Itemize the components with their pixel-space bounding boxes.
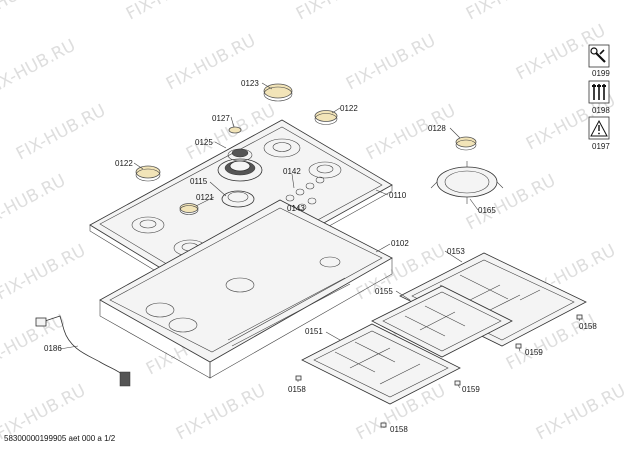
label-0159-lower: 0159 xyxy=(462,385,480,394)
watermark-text: FIX-HUB.RU xyxy=(13,101,109,165)
wok-burner-assembly xyxy=(217,126,263,182)
label-0155: 0155 xyxy=(375,287,393,296)
screwdrivers-icon xyxy=(588,80,610,104)
label-0102: 0102 xyxy=(391,239,409,248)
watermark-text: FIX-HUB.RU xyxy=(0,241,89,305)
label-0122-left: 0122 xyxy=(115,159,133,168)
part-labels: 0123 0122 0127 0125 0122 0115 0121 0142 … xyxy=(44,79,597,434)
watermark-text: FIX-HUB.RU xyxy=(123,0,219,24)
label-0121: 0121 xyxy=(196,193,214,202)
label-0142: 0142 xyxy=(283,167,301,176)
label-0158-left: 0158 xyxy=(288,385,306,394)
document-footer: 58300000199905 aet 000 a 1/2 xyxy=(4,434,116,443)
watermark-text: FIX-HUB.RU xyxy=(343,31,439,95)
watermark-text: FIX-HUB.RU xyxy=(0,311,69,375)
legend-label-0197: 0197 xyxy=(592,142,610,151)
label-0110: 0110 xyxy=(389,191,407,200)
label-0158-bottom: 0158 xyxy=(390,425,408,434)
label-0151: 0151 xyxy=(305,327,323,336)
watermark-text: FIX-HUB.RU xyxy=(463,0,559,24)
legend-panel: 0199 0198 0197 xyxy=(588,44,610,151)
watermark-text: FIX-HUB.RU xyxy=(0,171,69,235)
label-0122-right: 0122 xyxy=(340,104,358,113)
label-0128: 0128 xyxy=(428,124,446,133)
watermark-text: FIX-HUB.RU xyxy=(293,0,389,24)
watermark-text: FIX-HUB.RU xyxy=(533,381,629,445)
tools-icon xyxy=(588,44,610,68)
watermark-text: FIX-HUB.RU xyxy=(0,0,59,29)
label-0153: 0153 xyxy=(447,247,465,256)
leader-lines xyxy=(59,82,581,428)
burner-caps xyxy=(135,83,504,215)
bottom-tray xyxy=(99,199,393,379)
power-cable xyxy=(35,315,131,387)
legend-label-0198: 0198 xyxy=(592,106,610,115)
label-0159-upper: 0159 xyxy=(525,348,543,357)
label-0165: 0165 xyxy=(478,206,496,215)
label-0186: 0186 xyxy=(44,344,62,353)
rubber-feet xyxy=(295,314,583,428)
pan-support-grates xyxy=(301,252,587,405)
label-0143: 0143 xyxy=(287,204,305,213)
label-0158-right: 0158 xyxy=(579,322,597,331)
watermark-text: FIX-HUB.RU xyxy=(0,36,79,100)
label-0123: 0123 xyxy=(241,79,259,88)
warning-icon xyxy=(588,116,610,140)
label-0127: 0127 xyxy=(212,114,230,123)
label-0115: 0115 xyxy=(190,177,208,186)
legend-label-0199: 0199 xyxy=(592,69,610,78)
watermark-text: FIX-HUB.RU xyxy=(173,381,269,445)
label-0125: 0125 xyxy=(195,138,213,147)
